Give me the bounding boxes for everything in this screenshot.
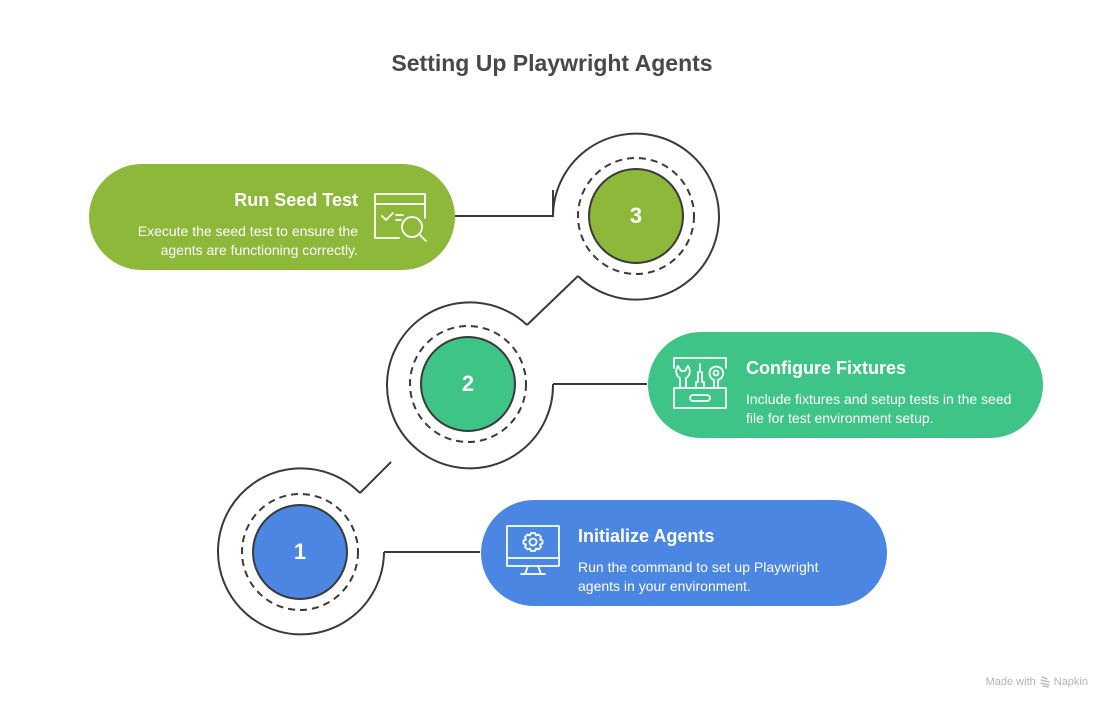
outer-ring-1: [217, 467, 385, 636]
step-number-1: 1: [252, 504, 348, 600]
diagram-title: Setting Up Playwright Agents: [391, 50, 713, 76]
step-number-label: 2: [461, 371, 475, 396]
step-card-initialize-agents: Initialize Agents Run the command to set…: [481, 500, 887, 606]
made-with-label: Made with: [985, 676, 1036, 688]
made-with-napkin: Made with Napkin: [986, 676, 1088, 688]
connector-3-pill: [455, 190, 554, 217]
step-number-label: 1: [293, 539, 307, 564]
outer-ring-2: [386, 301, 555, 470]
toolbox-icon: [673, 357, 727, 409]
step-description: Execute the seed test to ensure the agen…: [137, 223, 358, 258]
outer-ring-3: [552, 132, 720, 301]
step-heading: Configure Fixtures: [746, 358, 907, 378]
dashed-ring-1: [241, 493, 359, 611]
step-card-configure-fixtures: Configure Fixtures Include fixtures and …: [648, 332, 1043, 438]
step-number-2: 2: [420, 336, 516, 432]
dashed-ring-2: [409, 325, 527, 443]
napkin-brand: Napkin: [1053, 676, 1088, 688]
napkin-logo-icon: [1040, 676, 1050, 688]
step-number-label: 3: [629, 203, 643, 228]
dashed-ring-3: [577, 157, 695, 275]
browser-search-check-icon: [374, 193, 427, 242]
diagonal-2-1: [359, 461, 392, 494]
step-description: Include fixtures and setup tests in the …: [746, 391, 1012, 426]
diagonal-3-2: [526, 275, 579, 326]
step-card-run-seed-test: Run Seed Test Execute the seed test to e…: [89, 164, 455, 270]
step-heading: Initialize Agents: [578, 526, 715, 546]
step-heading: Run Seed Test: [234, 190, 358, 210]
step-description: Run the command to set up Playwright age…: [578, 559, 819, 594]
monitor-gear-icon: [506, 525, 560, 575]
step-number-3: 3: [588, 168, 684, 264]
